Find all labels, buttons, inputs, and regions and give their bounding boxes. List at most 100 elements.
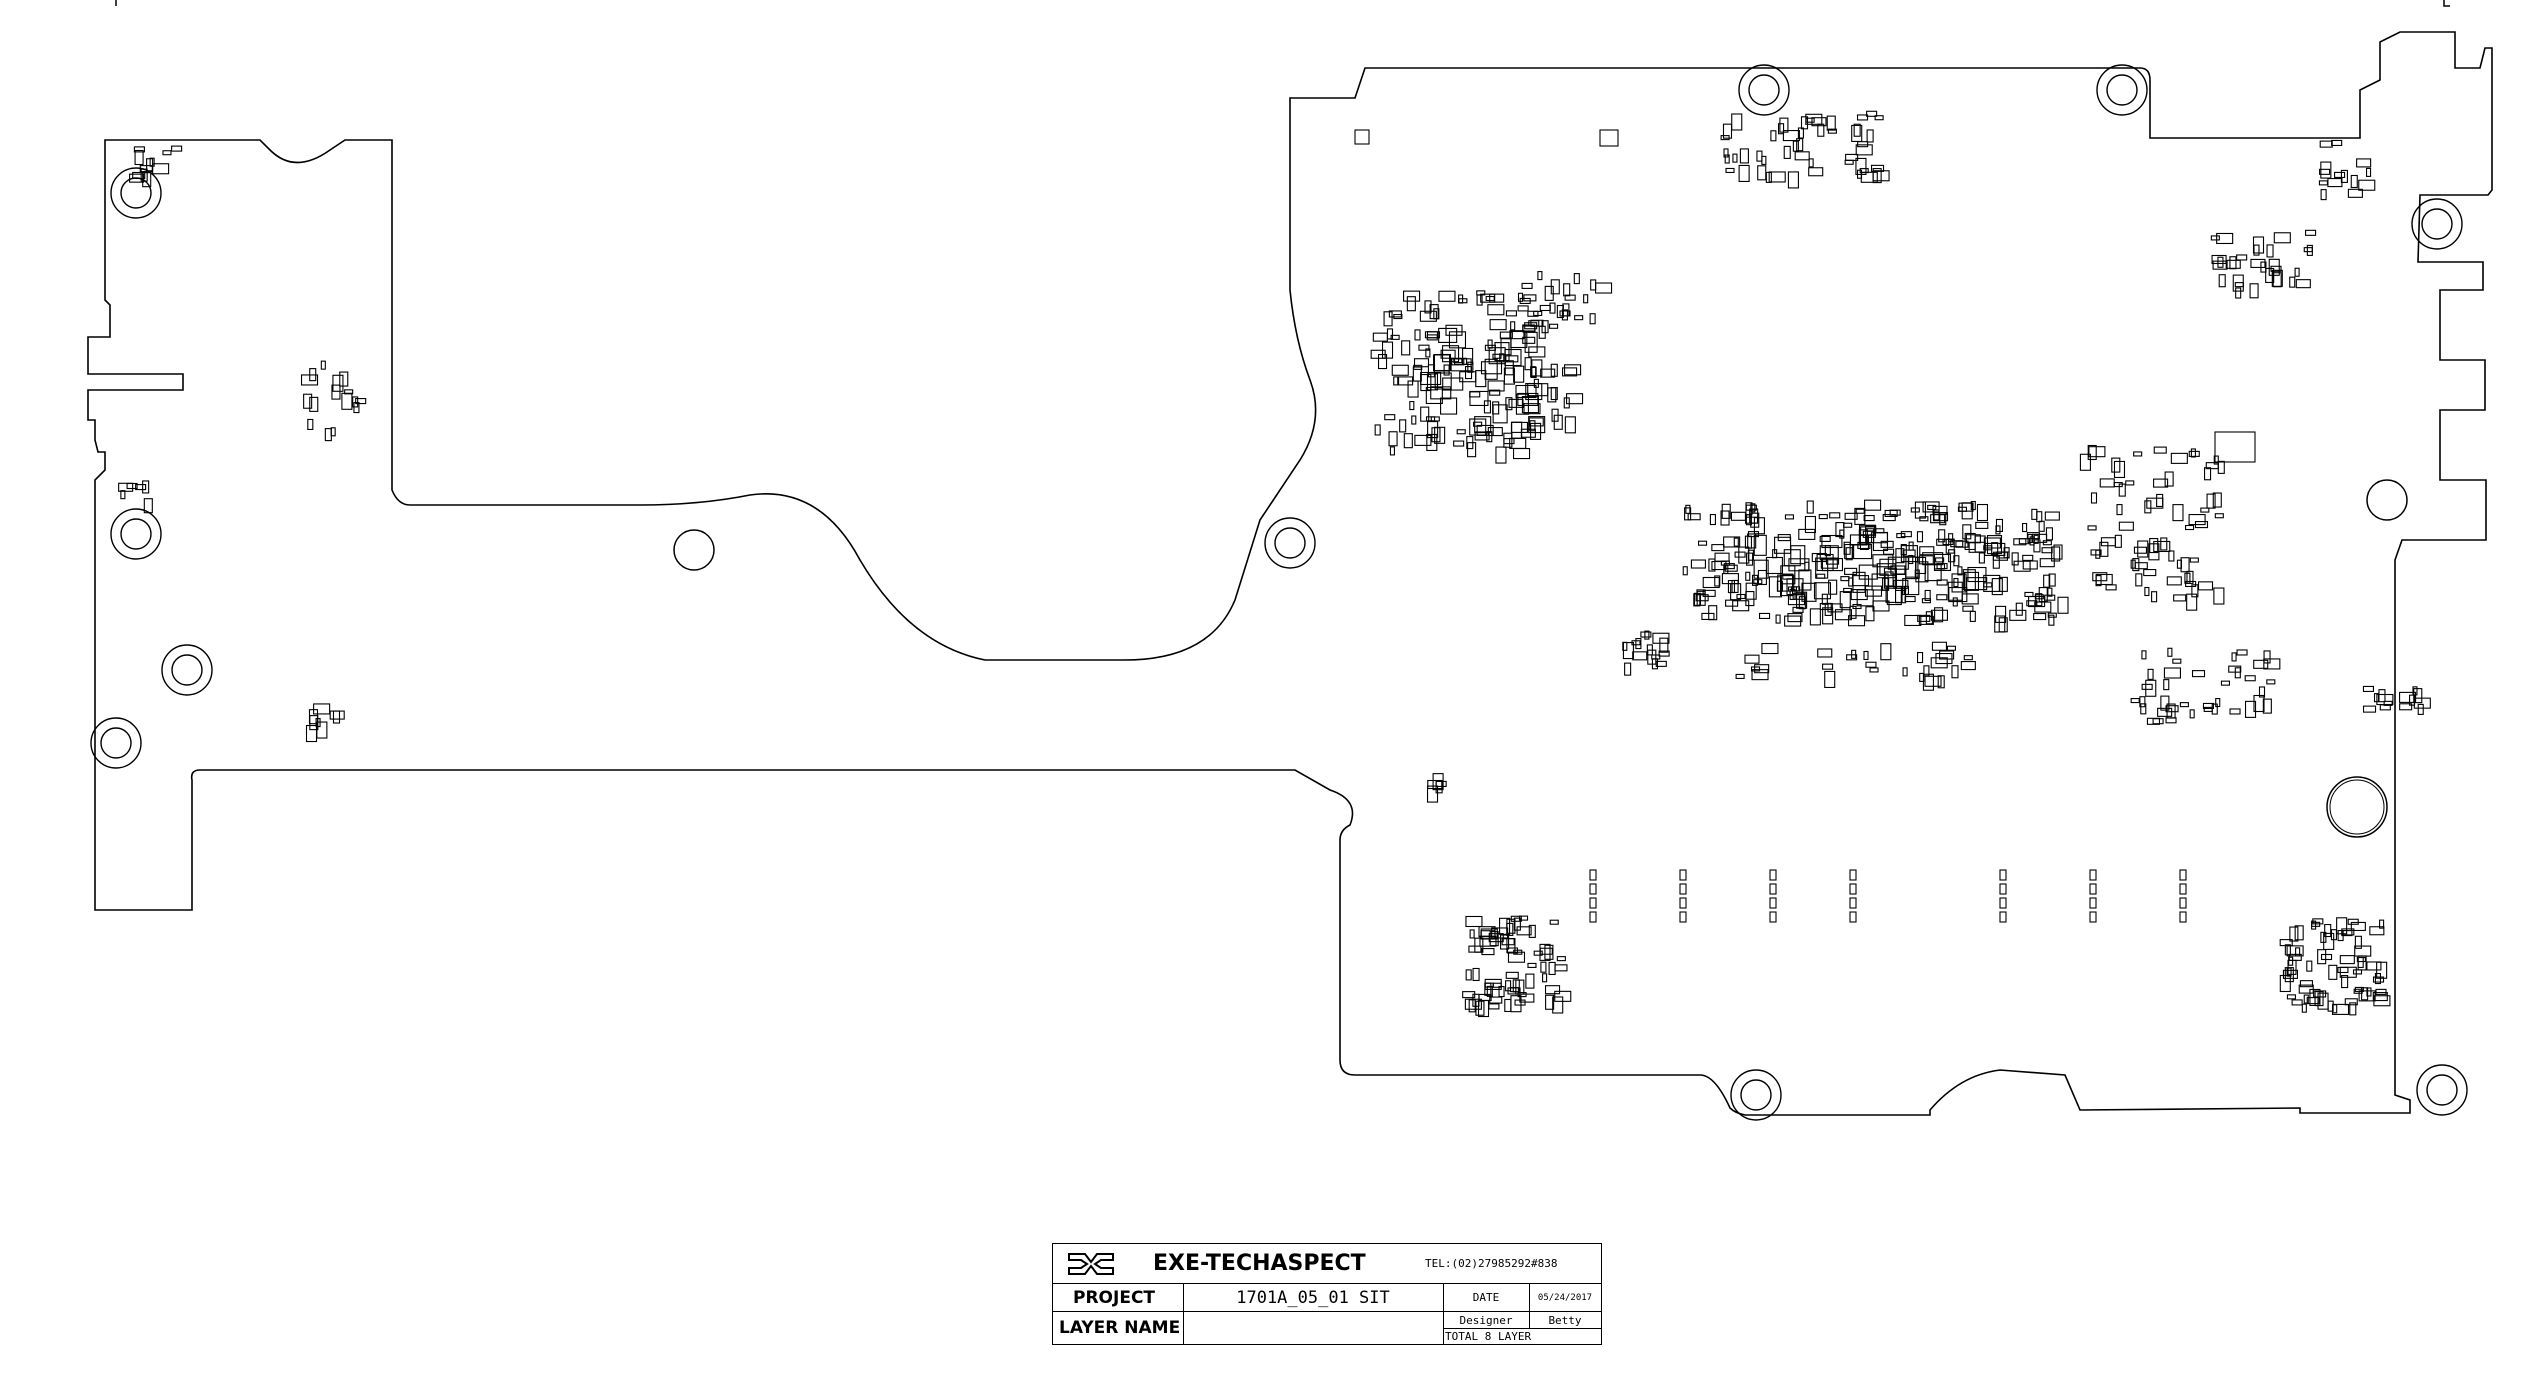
component-pad: [1521, 282, 1533, 289]
component-pad: [1999, 897, 2007, 909]
component-pad: [2319, 168, 2331, 175]
component-pad: [1879, 558, 1897, 576]
component-pad: [2160, 695, 2170, 711]
component-pad: [1851, 124, 1863, 142]
component-pad: [2047, 612, 2057, 618]
component-pad: [1798, 569, 1812, 591]
component-pad: [135, 484, 147, 491]
component-pad: [2033, 613, 2047, 621]
component-pad: [2053, 544, 2063, 560]
component-pad: [2362, 685, 2375, 692]
component-pad: [1918, 555, 1934, 565]
component-pad: [1817, 648, 1833, 658]
component-pad: [1900, 545, 1918, 563]
component-pad: [1935, 557, 1945, 563]
component-pad: [2099, 541, 2109, 557]
component-pad: [1863, 515, 1875, 522]
component-pad: [1731, 113, 1743, 131]
component-pad: [1757, 165, 1767, 181]
component-pad: [1744, 535, 1752, 549]
component-pad: [1921, 598, 1931, 604]
component-pad: [2153, 540, 2171, 553]
component-pad: [2116, 504, 2123, 516]
component-pad: [1549, 919, 1559, 925]
component-pad: [149, 157, 155, 167]
component-pad: [2011, 552, 2019, 566]
component-pad: [2320, 953, 2333, 961]
component-pad: [2365, 167, 2372, 177]
component-pad: [1780, 565, 1796, 585]
component-pad: [2100, 537, 2117, 547]
component-pad: [1589, 313, 1596, 325]
component-pad: [1659, 637, 1669, 653]
component-pad: [1724, 564, 1738, 572]
component-pad: [1429, 304, 1439, 320]
component-pad: [1709, 513, 1716, 526]
component-pad: [1818, 514, 1828, 520]
component-pad: [142, 480, 150, 494]
component-pad: [1450, 358, 1472, 372]
component-pad: [1539, 947, 1553, 955]
component-pad: [1522, 324, 1536, 332]
component-pad: [1590, 279, 1597, 291]
component-pad: [1632, 651, 1648, 661]
component-pad: [1995, 605, 2007, 623]
component-pad: [1434, 372, 1452, 390]
component-pad: [1589, 911, 1597, 923]
component-pad: [1503, 438, 1515, 445]
component-pad: [1545, 994, 1555, 1010]
component-pad: [1448, 331, 1467, 349]
component-pad: [1890, 565, 1906, 575]
component-pad: [1866, 129, 1874, 143]
component-pad: [2344, 998, 2358, 1006]
date-label: DATE: [1472, 1291, 1500, 1304]
component-pad: [1761, 642, 1779, 655]
fan-mount-hole: [673, 529, 715, 571]
component-pad: [1770, 130, 1777, 142]
component-pad: [1720, 135, 1730, 141]
component-pad: [1759, 612, 1771, 619]
component-pad: [2372, 992, 2388, 1002]
component-pad: [1919, 516, 1929, 522]
component-pad: [2362, 705, 2377, 713]
component-pad: [1724, 154, 1730, 164]
component-pad: [2135, 573, 2143, 587]
component-pad: [1983, 582, 1993, 588]
component-pad: [1840, 576, 1850, 582]
component-pad: [1849, 911, 1857, 923]
component-pad: [1445, 324, 1463, 336]
component-pad: [2185, 580, 2197, 588]
component-pad: [2303, 994, 2309, 1004]
component-pad: [171, 145, 183, 152]
component-pad: [2038, 520, 2045, 532]
component-pad: [2144, 500, 2152, 514]
component-pad: [1714, 552, 1730, 562]
component-pad: [2133, 451, 2143, 457]
component-pad: [1969, 610, 1976, 622]
component-pad: [2331, 139, 2343, 147]
component-pad: [2160, 537, 2168, 551]
component-pad: [1456, 429, 1466, 435]
component-pad: [1849, 869, 1857, 881]
total-layers: TOTAL 8 LAYER: [1445, 1329, 1532, 1343]
component-pad: [1354, 129, 1370, 145]
component-pad: [2337, 966, 2349, 974]
component-pad: [1936, 563, 1948, 570]
component-pad: [1746, 552, 1754, 566]
component-pad: [2376, 961, 2388, 979]
component-pad: [1430, 416, 1440, 422]
component-pad: [142, 172, 152, 188]
component-pad: [1934, 607, 1944, 623]
component-pad: [1808, 167, 1824, 177]
component-pad: [2324, 923, 2332, 938]
component-pad: [2289, 276, 2296, 288]
component-pad: [2413, 688, 2423, 704]
component-pad: [2356, 158, 2372, 168]
designer-value: Betty: [1548, 1313, 1582, 1327]
component-pad: [2188, 514, 2206, 526]
component-pad: [1753, 559, 1769, 579]
component-pad: [2172, 658, 2182, 664]
component-pad: [1388, 310, 1402, 318]
component-pad: [2218, 274, 2226, 288]
component-pad: [2140, 703, 2147, 715]
